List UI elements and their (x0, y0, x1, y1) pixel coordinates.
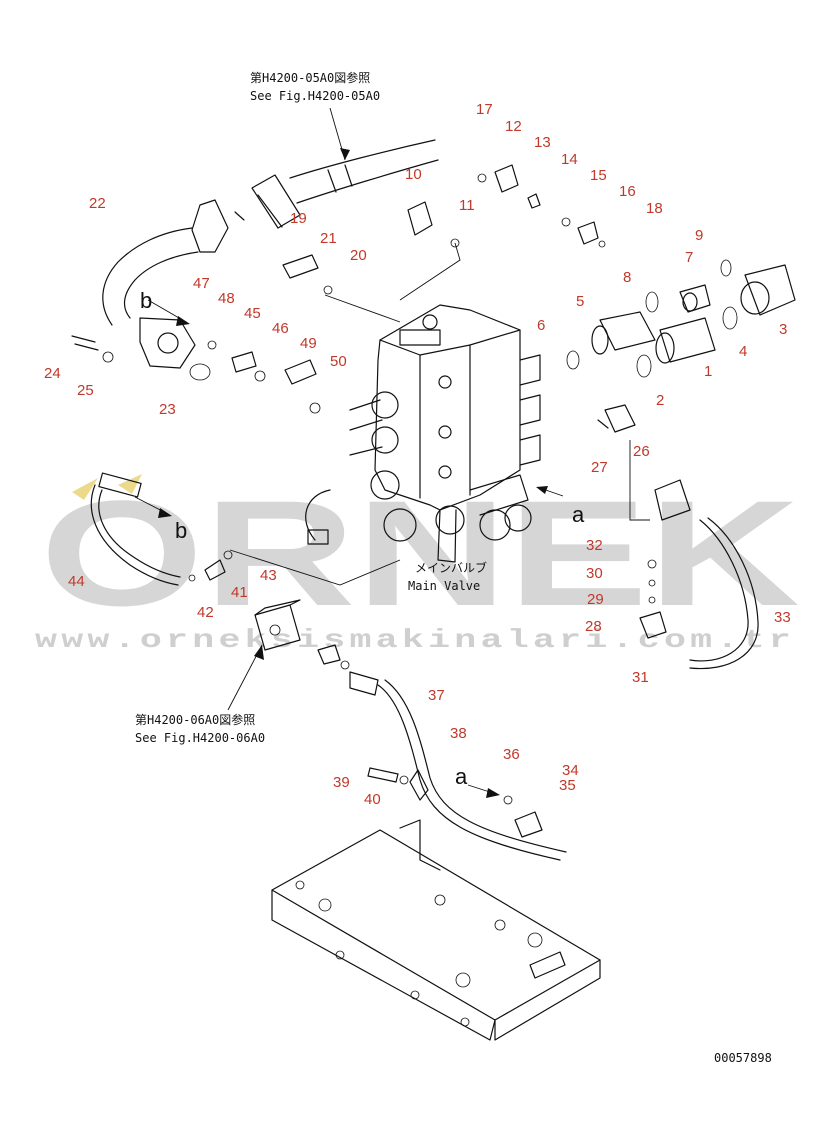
callout-19: 19 (290, 210, 307, 227)
callout-25: 25 (77, 382, 94, 399)
callout-35: 35 (559, 777, 576, 794)
callout-13: 13 (534, 134, 551, 151)
callout-15: 15 (590, 167, 607, 184)
top-ref-en: See Fig.H4200-05A0 (250, 89, 380, 103)
bottom-ref-en: See Fig.H4200-06A0 (135, 731, 265, 745)
callouts: 1 2 3 4 5 6 7 8 9 10 11 12 13 14 15 16 1… (44, 101, 791, 808)
watermark-logo-mark-2 (118, 474, 142, 494)
top-ref-jp: 第H4200-05A0図参照 (250, 70, 370, 85)
callout-9: 9 (695, 227, 703, 244)
callout-2: 2 (656, 392, 664, 409)
callout-38: 38 (450, 725, 467, 742)
right-lower-fittings (639, 479, 759, 670)
callout-45: 45 (244, 305, 261, 322)
watermark-logo-mark (72, 478, 98, 500)
callout-29: 29 (587, 591, 604, 608)
lower-hose-37 (254, 599, 567, 861)
bottom-ref-jp: 第H4200-06A0図参照 (135, 712, 255, 727)
callout-3: 3 (779, 321, 787, 338)
callout-10: 10 (405, 166, 422, 183)
callout-46: 46 (272, 320, 289, 337)
callout-40: 40 (364, 791, 381, 808)
callout-36: 36 (503, 746, 520, 763)
callout-42: 42 (197, 604, 214, 621)
callout-5: 5 (576, 293, 584, 310)
callout-4: 4 (739, 343, 747, 360)
callout-7: 7 (685, 249, 693, 266)
leaders (134, 107, 650, 798)
callout-50: 50 (330, 353, 347, 370)
callout-22: 22 (89, 195, 106, 212)
upper-small-fittings (71, 164, 606, 414)
callout-24: 24 (44, 365, 61, 382)
base-plate (271, 819, 601, 1041)
callout-44: 44 (68, 573, 85, 590)
main-valve (305, 304, 541, 563)
main-valve-en: Main Valve (408, 579, 480, 593)
callout-23: 23 (159, 401, 176, 418)
marker-a-upper: a (572, 502, 585, 527)
callout-32: 32 (586, 537, 603, 554)
main-valve-jp: メインバルブ (415, 560, 487, 575)
callout-14: 14 (561, 151, 578, 168)
callout-34: 34 (562, 762, 579, 779)
right-fittings (566, 259, 796, 433)
drawing-number: 00057898 (714, 1051, 772, 1065)
callout-16: 16 (619, 183, 636, 200)
callout-17: 17 (476, 101, 493, 118)
watermark-url: www.orneksismakinalari.com.tr (35, 625, 795, 655)
callout-11: 11 (459, 197, 475, 214)
callout-18: 18 (646, 200, 663, 217)
callout-33: 33 (774, 609, 791, 626)
marker-b-upper: b (140, 288, 152, 313)
callout-6: 6 (537, 317, 545, 334)
callout-21: 21 (320, 230, 337, 247)
callout-30: 30 (586, 565, 603, 582)
callout-39: 39 (333, 774, 350, 791)
callout-43: 43 (260, 567, 277, 584)
callout-26: 26 (633, 443, 650, 460)
marker-b-lower: b (175, 518, 187, 543)
callout-28: 28 (585, 618, 602, 635)
callout-12: 12 (505, 118, 522, 135)
callout-1: 1 (704, 363, 712, 380)
notes: 第H4200-05A0図参照 See Fig.H4200-05A0 第H4200… (135, 70, 772, 1065)
callout-37: 37 (428, 687, 445, 704)
callout-31: 31 (632, 669, 649, 686)
callout-41: 41 (231, 584, 248, 601)
callout-8: 8 (623, 269, 631, 286)
callout-27: 27 (591, 459, 608, 476)
hose-44 (90, 472, 233, 586)
callout-20: 20 (350, 247, 367, 264)
upper-hose-22 (102, 139, 439, 369)
callout-47: 47 (193, 275, 210, 292)
callout-49: 49 (300, 335, 317, 352)
callout-48: 48 (218, 290, 235, 307)
marker-a-lower: a (455, 764, 468, 789)
